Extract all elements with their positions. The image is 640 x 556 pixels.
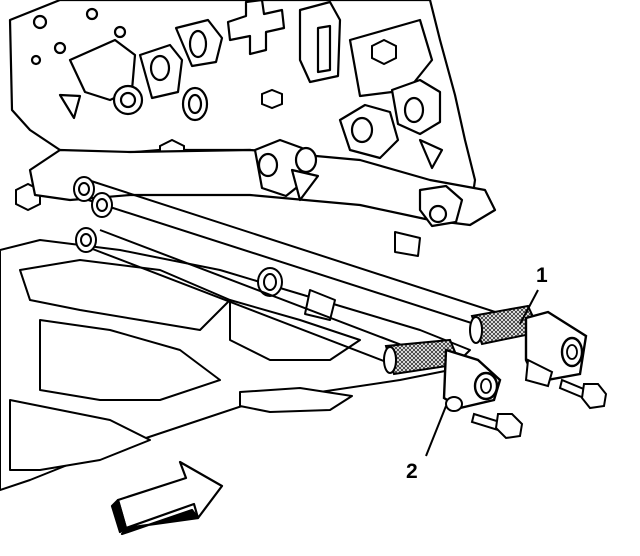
component-2-bolt: [470, 412, 524, 440]
callout-2-label: 2: [406, 460, 418, 483]
callout-1-leader: [519, 289, 539, 325]
callout-leaders: [425, 289, 539, 457]
callout-2-leader: [425, 405, 447, 457]
callout-1-label: 1: [536, 264, 548, 287]
oil-gallery-tubes: [73, 176, 521, 369]
component-1-screen-assembly: [469, 304, 588, 388]
crank-support-brackets: [28, 78, 497, 228]
component-1-bolt: [558, 378, 608, 410]
crankcase-lower-casting: [0, 231, 471, 491]
front-direction-arrow-icon: [110, 460, 224, 536]
component-2-screen-assembly: [383, 338, 502, 412]
